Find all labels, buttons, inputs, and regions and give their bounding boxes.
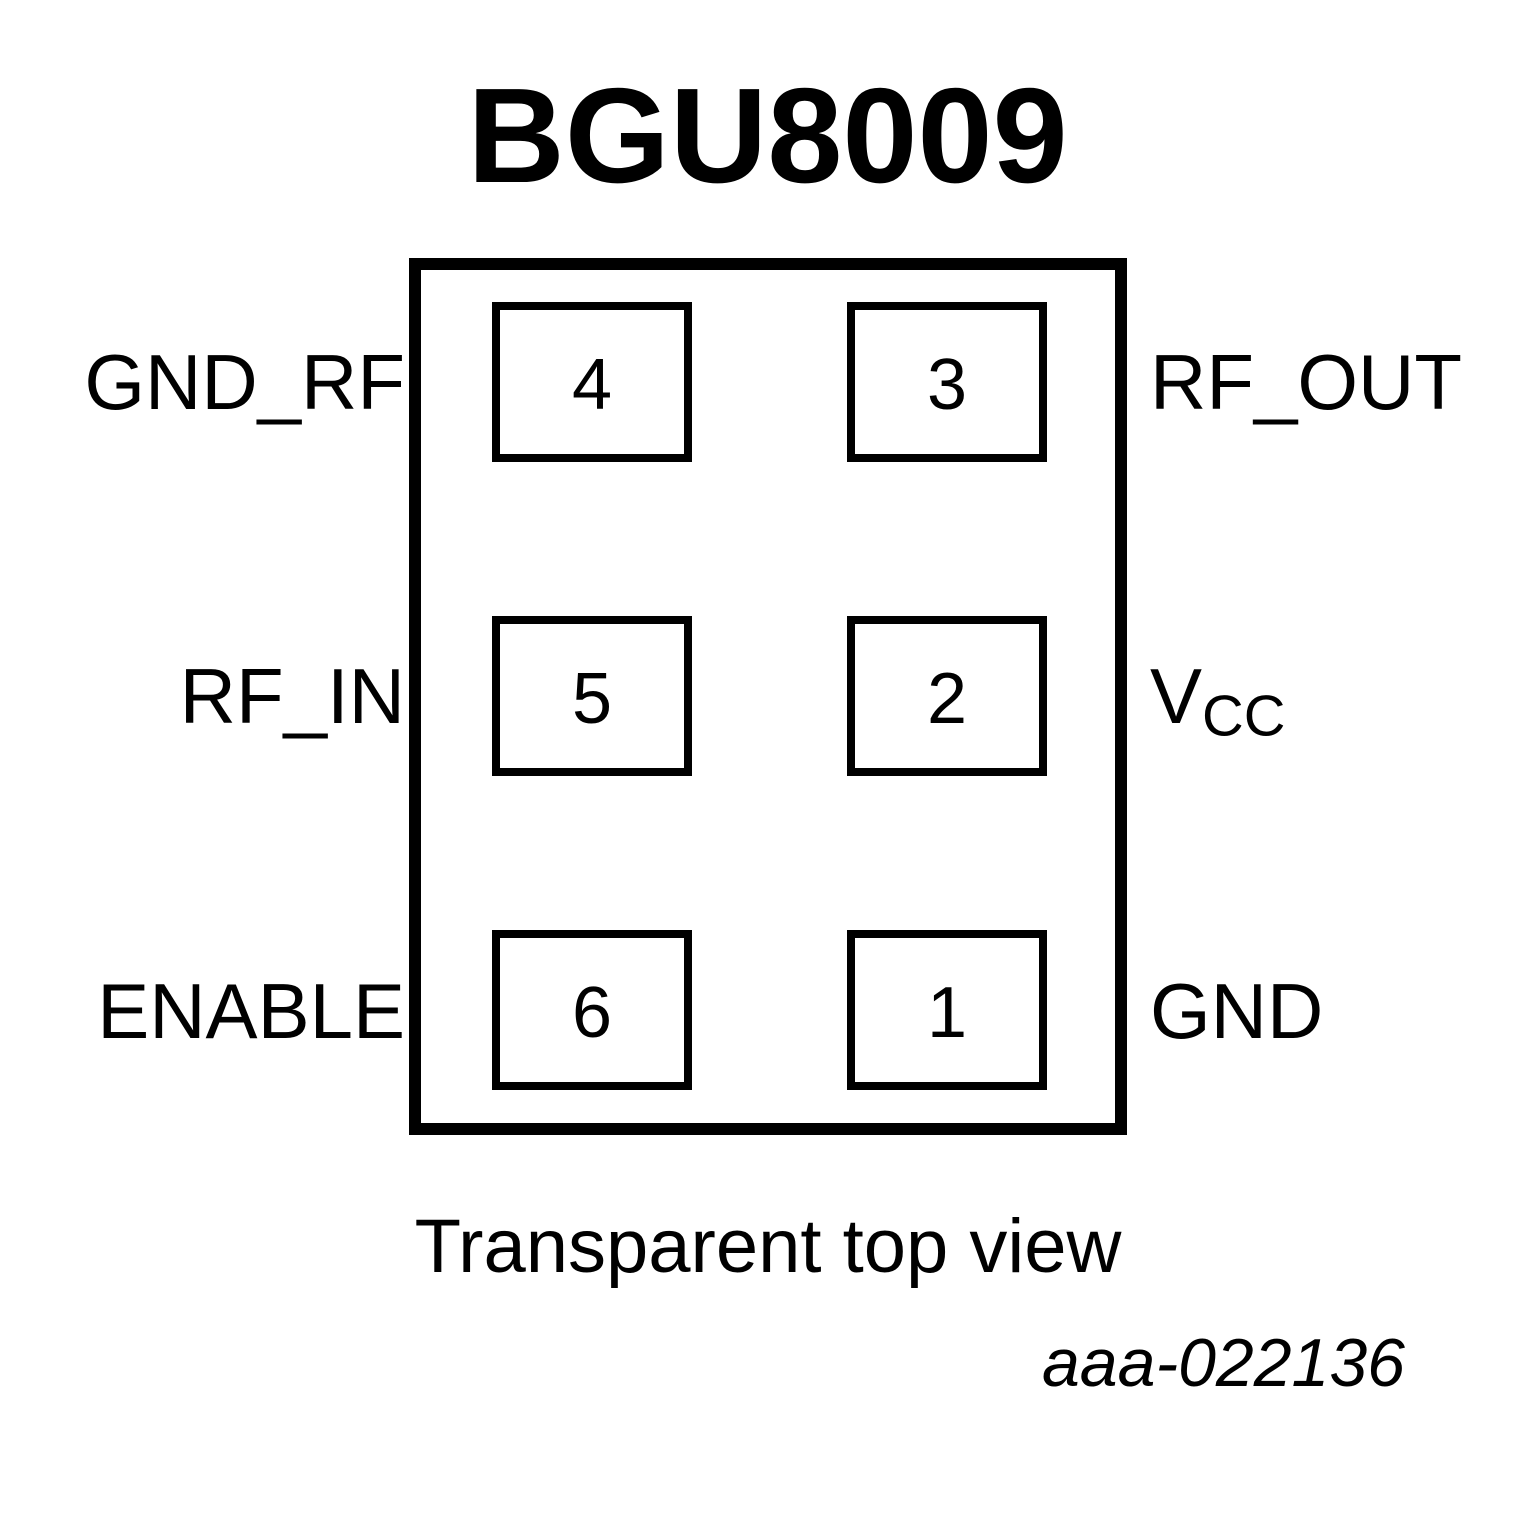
pad-4-number: 4 — [571, 345, 613, 425]
figure-id: aaa-022136 — [1041, 1325, 1405, 1401]
pad-2: 2 — [847, 616, 1047, 776]
pad-6: 6 — [492, 930, 692, 1090]
pad-5: 5 — [492, 616, 692, 776]
view-caption: Transparent top view — [414, 1204, 1122, 1289]
pad-4: 4 — [492, 302, 692, 462]
pin-label-rf-in: RF_IN — [179, 652, 405, 740]
pin-label-vcc-subscript: CC — [1202, 684, 1286, 749]
page-title: BGU8009 — [467, 60, 1068, 211]
pad-1-number: 1 — [926, 973, 968, 1053]
pin-label-enable: ENABLE — [97, 967, 405, 1055]
pin-label-vcc: VCC — [1150, 651, 1285, 746]
pad-1: 1 — [847, 930, 1047, 1090]
pin-label-gnd-rf: GND_RF — [84, 338, 405, 426]
pad-2-number: 2 — [926, 659, 968, 739]
pad-6-number: 6 — [571, 973, 613, 1053]
pad-5-number: 5 — [571, 659, 613, 739]
pad-3-number: 3 — [926, 345, 968, 425]
pin-label-vcc-main: V — [1150, 652, 1203, 740]
pin-label-rf-out: RF_OUT — [1150, 338, 1462, 426]
pad-3: 3 — [847, 302, 1047, 462]
pin-label-gnd: GND — [1150, 967, 1324, 1055]
